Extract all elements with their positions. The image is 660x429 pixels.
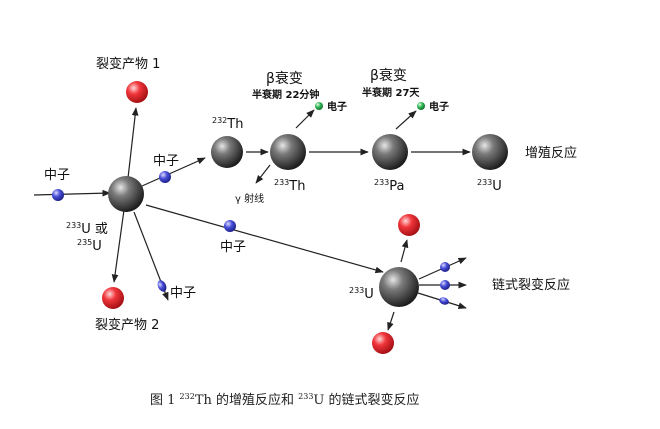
- label-beta1-electron: 电子: [327, 100, 347, 113]
- nucleus-th233: [270, 134, 306, 170]
- fission-product-2-ball: [102, 287, 124, 309]
- label-neutron-lower: 中子: [170, 286, 196, 301]
- label-neutron-to-th232: 中子: [153, 154, 179, 169]
- arrow-chain-fp-top: [400, 239, 409, 263]
- chain-neutron-3: [439, 297, 449, 305]
- label-fission-product-1: 裂变产物 1: [96, 56, 160, 72]
- neutron-to-th232-ball: [159, 171, 171, 183]
- figure-caption: 图 1 232Th 的增殖反应和 233U 的链式裂变反应: [150, 392, 420, 408]
- chain-fission-product-top: [398, 214, 420, 236]
- arrow-chain-fp-bottom: [387, 311, 395, 331]
- label-th232: 232Th: [212, 116, 243, 132]
- label-beta2-halflife: 半衰期 27天: [362, 86, 420, 99]
- label-u233-or: 233U 或: [66, 221, 108, 237]
- label-u235: 235U: [77, 238, 102, 254]
- label-neutron-in: 中子: [44, 168, 70, 183]
- nucleus-pa233: [372, 134, 408, 170]
- neutron-lower-ball: [157, 280, 167, 292]
- arrow-electron-2: [395, 110, 417, 130]
- arrow-to-fission-product-2: [111, 209, 125, 283]
- label-breeding: 增殖反应: [525, 145, 577, 161]
- arrow-neutron-to-th232: [141, 157, 206, 187]
- chain-fission-product-bottom: [372, 332, 394, 354]
- label-fission-product-2: 裂变产物 2: [95, 317, 159, 333]
- label-pa233: 233Pa: [374, 178, 405, 194]
- label-beta2-electron: 电子: [429, 100, 449, 113]
- nucleus-u233-chain: [379, 267, 419, 307]
- label-th233: 233Th: [274, 178, 305, 194]
- electron-2-ball: [417, 102, 425, 110]
- arrows: [33, 107, 471, 331]
- label-neutron-long: 中子: [220, 240, 246, 255]
- arrow-electron-1: [295, 109, 315, 129]
- label-beta2-title: β衰变: [370, 67, 407, 84]
- chain-neutron-1: [440, 262, 450, 272]
- nucleus-u233: [472, 134, 508, 170]
- chain-neutron-2: [440, 280, 450, 290]
- label-u233-chain: 233U: [349, 286, 374, 302]
- fission-product-1-ball: [126, 81, 148, 103]
- arrow-neutron-long: [145, 204, 384, 274]
- nucleus-th232: [211, 136, 243, 168]
- nucleus-u233-or-u235: [108, 176, 144, 212]
- arrow-gamma: [255, 164, 271, 184]
- label-beta1-halflife: 半衰期 22分钟: [252, 88, 319, 101]
- labels: 裂变产物 1 裂变产物 2 中子 中子 中子 中子 233U 或 235U 23…: [44, 56, 577, 333]
- label-gamma: γ 射线: [235, 192, 264, 205]
- arrow-to-fission-product-1: [127, 107, 139, 179]
- label-chain: 链式裂变反应: [492, 277, 570, 293]
- label-u233: 233U: [477, 178, 502, 194]
- electron-1-ball: [315, 102, 323, 110]
- arrow-neutron-in: [33, 189, 111, 197]
- neutron-long-ball: [224, 220, 236, 232]
- particles: [52, 81, 508, 354]
- neutron-in-ball: [52, 189, 64, 201]
- label-beta1-title: β衰变: [266, 70, 303, 87]
